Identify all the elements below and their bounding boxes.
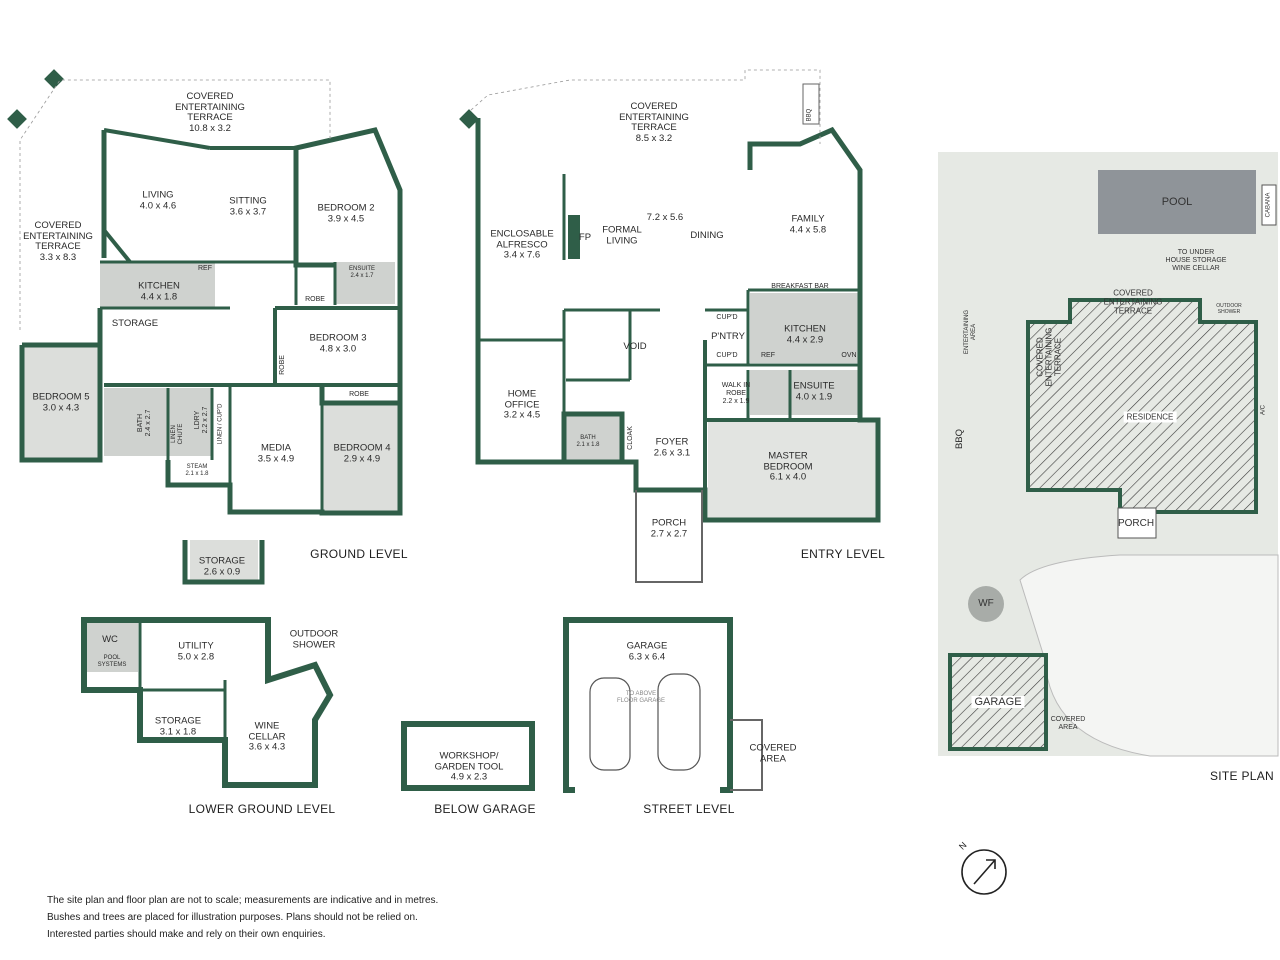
gl-terrace-top: COVERED ENTERTAINING TERRACE 10.8 x 3.2 xyxy=(175,91,245,134)
el-formal-living: FORMAL LIVING xyxy=(602,224,642,246)
site-plan-drawing xyxy=(938,152,1279,757)
sl-note: TO ABOVE FLOOR GARAGE xyxy=(616,691,666,704)
sp-covered-terrace-vert: COVERED ENTERTAINING TERRACE xyxy=(1035,327,1063,387)
el-cupd2: CUP'D xyxy=(716,352,738,359)
sp-covered-terrace: COVERED ENTERTAINING TERRACE xyxy=(1103,288,1163,316)
note-line: The site plan and floor plan are not to … xyxy=(47,895,439,906)
sp-covered-area: COVERED AREA xyxy=(1050,716,1086,731)
gl-ldry: LDRY 2.2 x 2.7 xyxy=(194,406,209,434)
gl-bedroom2: BEDROOM 2 3.9 x 4.5 xyxy=(317,202,375,224)
sp-garage: GARAGE xyxy=(971,696,1025,708)
sp-porch: PORCH xyxy=(1117,518,1155,529)
gl-bath: BATH 2.4 x 2.7 xyxy=(137,409,152,437)
sp-wf: WF xyxy=(978,598,994,609)
lower-ground-level-plan xyxy=(81,617,334,788)
el-dining: DINING xyxy=(690,229,724,241)
sp-bbq: BBQ xyxy=(953,428,965,450)
lg-storage: STORAGE 3.1 x 1.8 xyxy=(154,715,202,737)
el-fp: FP xyxy=(578,231,592,243)
el-porch: PORCH 2.7 x 2.7 xyxy=(650,517,688,539)
lg-wc: WC xyxy=(102,633,118,645)
el-void: VOID xyxy=(623,340,647,352)
el-walk-in-robe: WALK IN ROBE 2.2 x 1.9 xyxy=(721,382,751,405)
lg-utility: UTILITY 5.0 x 2.8 xyxy=(177,640,215,662)
lower-ground-title: LOWER GROUND LEVEL xyxy=(188,802,336,816)
entry-level-plan xyxy=(459,69,881,583)
street-level-plan xyxy=(563,617,763,793)
gl-ref: REF xyxy=(198,265,212,272)
gl-robe2: ROBE xyxy=(279,355,286,375)
el-master: MASTER BEDROOM 6.1 x 4.0 xyxy=(763,450,813,483)
el-ensuite: ENSUITE 4.0 x 1.9 xyxy=(793,380,835,402)
el-alfresco: ENCLOSABLE ALFRESCO 3.4 x 7.6 xyxy=(490,228,554,261)
gl-bedroom5: BEDROOM 5 3.0 x 4.3 xyxy=(32,391,90,413)
street-level-title: STREET LEVEL xyxy=(643,802,735,816)
gl-storage: STORAGE xyxy=(111,317,159,329)
el-ref: REF xyxy=(761,352,775,359)
gl-terrace-left: COVERED ENTERTAINING TERRACE 3.3 x 8.3 xyxy=(23,220,93,263)
sp-outdoor-shower: OUTDOOR SHOWER xyxy=(1216,303,1242,315)
el-bbq: BBQ xyxy=(806,108,813,122)
gl-media: MEDIA 3.5 x 4.9 xyxy=(257,442,295,464)
gl-storage2: STORAGE 2.6 x 0.9 xyxy=(198,555,246,577)
el-bath: BATH 2.1 x 1.8 xyxy=(576,435,600,448)
gl-bedroom3: BEDROOM 3 4.8 x 3.0 xyxy=(309,332,367,354)
gl-steam: STEAM 2.1 x 1.8 xyxy=(185,464,209,477)
bg-workshop: WORKSHOP/ GARDEN TOOL 4.9 x 2.3 xyxy=(434,750,504,783)
sp-ac: A/C xyxy=(1260,404,1267,416)
ground-level-title: GROUND LEVEL xyxy=(310,547,408,561)
note-line: Bushes and trees are placed for illustra… xyxy=(47,912,418,923)
ground-level-plan xyxy=(7,69,403,585)
el-kitchen: KITCHEN 4.4 x 2.9 xyxy=(784,323,826,345)
el-breakfast-bar: BREAKFAST BAR xyxy=(771,283,829,290)
el-cupd1: CUP'D xyxy=(716,314,738,321)
sp-pool: POOL xyxy=(1161,196,1193,208)
site-plan-title: SITE PLAN xyxy=(1209,769,1275,783)
gl-bedroom4: BEDROOM 4 2.9 x 4.9 xyxy=(333,442,391,464)
el-cloak: CLOAK xyxy=(627,426,634,450)
gl-sitting: SITTING 3.6 x 3.7 xyxy=(229,195,267,217)
gl-kitchen: KITCHEN 4.4 x 1.8 xyxy=(138,280,180,302)
el-family: FAMILY 4.4 x 5.8 xyxy=(789,213,827,235)
gl-robe3: ROBE xyxy=(349,391,369,398)
lg-wine-cellar: WINE CELLAR 3.6 x 4.3 xyxy=(248,720,286,753)
gl-linen-cupd: LINEN / CUP'D xyxy=(217,403,224,445)
el-ovn: OVN xyxy=(841,352,857,359)
north-arrow-icon xyxy=(961,849,1007,895)
el-dining-dim: 7.2 x 5.6 xyxy=(646,211,684,223)
entry-level-title: ENTRY LEVEL xyxy=(800,547,886,561)
sp-cabana: CABANA xyxy=(1265,192,1272,218)
sp-under-house: TO UNDER HOUSE STORAGE WINE CELLAR xyxy=(1165,249,1227,272)
gl-robe1: ROBE xyxy=(305,296,325,303)
gl-ensuite: ENSUITE 2.4 x 1.7 xyxy=(348,266,376,279)
lg-pool-systems: POOL SYSTEMS xyxy=(97,655,127,668)
sp-entertaining-area: ENTERTAINING AREA xyxy=(964,309,977,355)
lg-outdoor-shower: OUTDOOR SHOWER xyxy=(289,628,339,650)
el-foyer: FOYER 2.6 x 3.1 xyxy=(653,436,691,458)
note-line: Interested parties should make and rely … xyxy=(47,929,326,940)
disclaimer-notes: The site plan and floor plan are not to … xyxy=(47,892,438,943)
gl-living: LIVING 4.0 x 4.6 xyxy=(139,189,177,211)
sl-garage: GARAGE 6.3 x 6.4 xyxy=(626,640,668,662)
below-garage-plan xyxy=(401,721,535,791)
el-home-office: HOME OFFICE 3.2 x 4.5 xyxy=(503,388,541,421)
el-terrace: COVERED ENTERTAINING TERRACE 8.5 x 3.2 xyxy=(619,101,689,144)
el-pntry: P'NTRY xyxy=(711,330,745,342)
sp-residence: RESIDENCE xyxy=(1123,411,1177,423)
gl-linen-chute: LINEN CHUTE xyxy=(171,423,184,445)
below-garage-title: BELOW GARAGE xyxy=(434,802,536,816)
sl-covered-area: COVERED AREA xyxy=(749,742,797,764)
